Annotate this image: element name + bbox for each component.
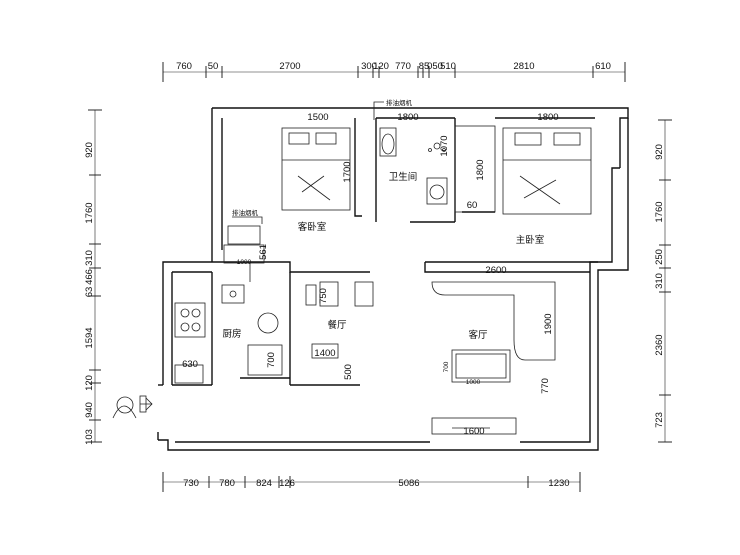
dim-top-2: 50 (208, 61, 219, 72)
entrance-person (112, 395, 153, 419)
guest-bed (281, 127, 351, 211)
dim-left-7: 120 (84, 375, 95, 391)
dim-left-5: 63 (84, 287, 95, 298)
left-dimension-chain: 920 1760 310 466 63 1594 120 940 103 (84, 109, 102, 445)
guest-bed-width: 1500 (307, 112, 328, 123)
dim-right-3: 250 (654, 249, 665, 265)
kitchen-width: 630 (182, 359, 198, 370)
dim-left-4: 466 (84, 269, 95, 285)
guest-bed-height: 1700 (342, 161, 353, 182)
desk (223, 225, 265, 264)
dim-top-6: 770 (395, 61, 411, 72)
dim-bottom-3: 824 (256, 478, 272, 489)
dim-left-1: 920 (84, 142, 95, 158)
exhaust-note-guest: 排油烟机 (232, 208, 259, 217)
dining-height: 750 (318, 288, 329, 304)
dim-top-11: 610 (595, 61, 611, 72)
aisle-width: 770 (540, 378, 551, 394)
master-bed-width: 1800 (537, 112, 558, 123)
dining-depth: 500 (343, 364, 354, 380)
dim-bottom-6: 1230 (548, 478, 569, 489)
table-width: 1000 (466, 379, 481, 386)
bath-height: 1070 (439, 135, 450, 156)
dim-top-4: 300 (361, 61, 377, 72)
dim-bottom-4: 126 (279, 478, 295, 489)
dim-bottom-1: 730 (183, 478, 199, 489)
right-dimension-chain: 920 1760 250 310 2360 723 (654, 119, 672, 443)
coffee-table (451, 349, 511, 383)
guest-bedroom-label: 客卧室 (298, 221, 327, 233)
dim-left-2: 1760 (84, 202, 95, 223)
dim-top-10: 2810 (513, 61, 534, 72)
dim-top-3: 2700 (279, 61, 300, 72)
table-depth: 700 (443, 361, 450, 372)
tv-width: 1600 (463, 426, 484, 437)
exhaust-note-guest-leader (232, 216, 263, 224)
dim-left-6: 1594 (84, 327, 95, 348)
dim-bottom-5: 5086 (398, 478, 419, 489)
dim-right-6: 723 (654, 412, 665, 428)
desk-depth: 561 (258, 244, 269, 260)
dim-right-4: 310 (654, 273, 665, 289)
sofa-depth: 1900 (543, 313, 554, 334)
dim-top-8: 050 (427, 61, 443, 72)
master-bed (502, 127, 592, 215)
bath-width: 1800 (397, 112, 418, 123)
exhaust-note-top: 排油烟机 (386, 98, 413, 107)
dim-left-9: 103 (84, 429, 95, 445)
dim-right-5: 2360 (654, 334, 665, 355)
dim-right-2: 1760 (654, 201, 665, 222)
kitchen-fixtures (174, 284, 283, 384)
top-dimension-chain: 760 50 2700 300 120 770 85 050 510 2810 … (162, 61, 626, 82)
dim-top-1: 760 (176, 61, 192, 72)
dim-left-3: 310 (84, 250, 95, 266)
bathroom-label: 卫生间 (389, 171, 418, 183)
sofa (431, 281, 556, 361)
interior-walls (172, 117, 598, 386)
interior-dimensions: 1500 1700 1800 1070 1800 60 1800 1000 56… (182, 112, 559, 437)
dining-set (305, 281, 374, 359)
master-bedroom-label: 主卧室 (516, 234, 545, 246)
shower-width: 60 (467, 200, 478, 211)
shower-height: 1800 (475, 159, 486, 180)
dim-left-8: 940 (84, 402, 95, 418)
exhaust-note-top-leader (373, 101, 384, 120)
bathroom-fixtures (379, 127, 448, 205)
dim-top-5: 120 (373, 61, 389, 72)
dining-label: 餐厅 (327, 319, 347, 331)
fridge-width: 700 (266, 352, 277, 368)
dim-top-7: 85 (419, 61, 430, 72)
sofa-width: 2600 (485, 265, 506, 276)
dim-bottom-2: 780 (219, 478, 235, 489)
bottom-dimension-chain: 730 780 824 126 5086 1230 (162, 472, 581, 492)
exterior-walls (157, 107, 629, 451)
dim-top-9: 510 (440, 61, 456, 72)
dining-width: 1400 (314, 348, 335, 359)
kitchen-label: 厨房 (222, 328, 241, 340)
desk-width: 1000 (237, 259, 252, 266)
tv-cabinet (431, 417, 517, 435)
living-room-label: 客厅 (468, 329, 488, 341)
dim-right-1: 920 (654, 144, 665, 160)
